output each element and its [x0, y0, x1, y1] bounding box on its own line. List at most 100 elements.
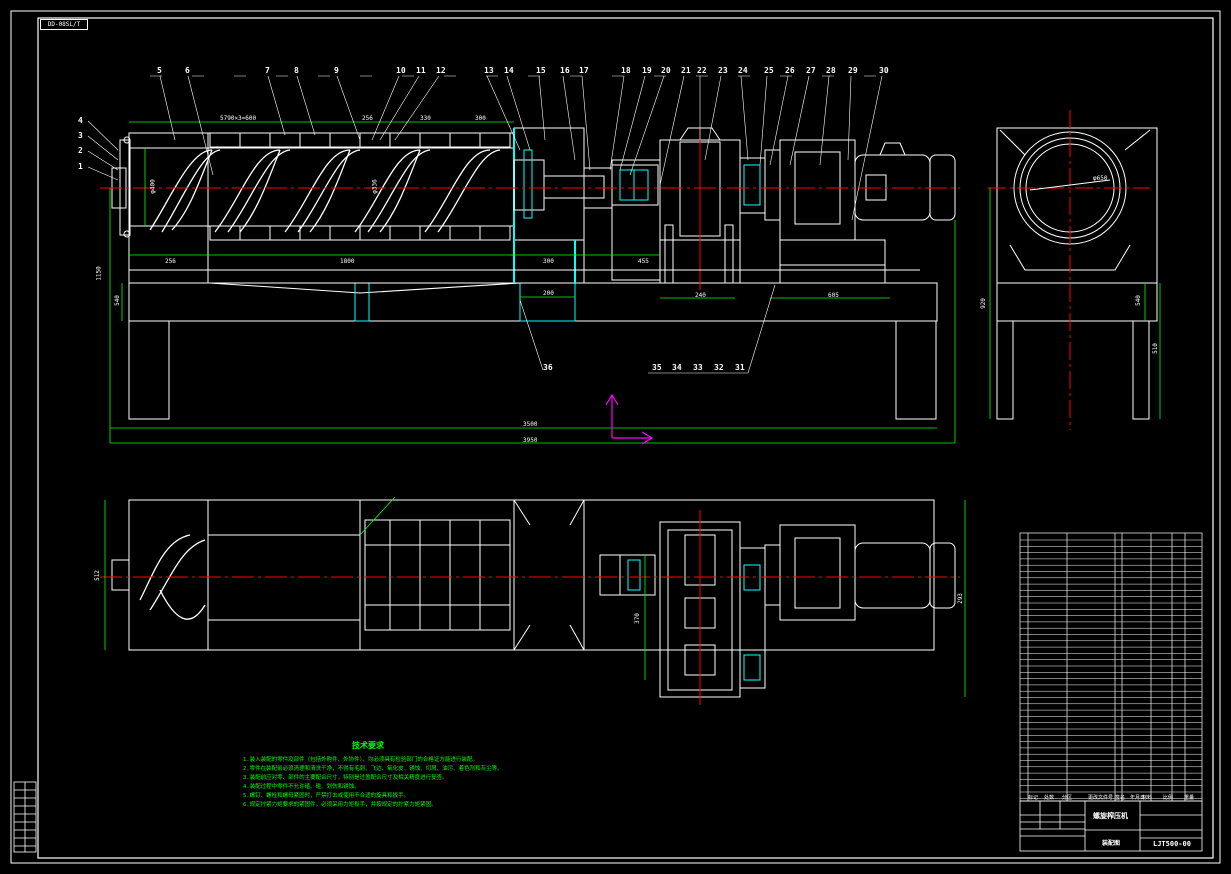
title-block	[1019, 800, 1203, 852]
title-row-cell: 标记	[1028, 795, 1039, 801]
dim-plan-370: 370	[633, 613, 641, 624]
part-label-16: 16	[560, 66, 570, 75]
part-label-4: 4	[78, 116, 83, 125]
part-label-20: 20	[661, 66, 671, 75]
leader-line	[159, 75, 176, 141]
part-label-30: 30	[879, 66, 889, 75]
plan-view	[100, 496, 966, 705]
part-label-25: 25	[764, 66, 774, 75]
leader-line	[87, 135, 119, 161]
leader-line	[759, 75, 768, 166]
dim-height-left: 1150	[95, 266, 103, 281]
dim-side-540: 540	[1134, 295, 1142, 306]
requirement-item: 6.规定拧紧力矩要求的紧固件，必须采用力矩扳手，并按规定的拧紧力矩紧固。	[243, 802, 437, 808]
leader-line	[769, 75, 789, 166]
dim-seg-main: 1800	[340, 258, 355, 265]
requirement-item: 5.螺钉、螺栓和螺母紧固时，严禁打击或使用不合适的旋具和扳手。	[243, 793, 410, 799]
dim-dia-screw: φ400	[149, 179, 157, 194]
part-label-27: 27	[806, 66, 816, 75]
part-label-1: 1	[78, 162, 83, 171]
part-label-2: 2	[78, 146, 83, 155]
part-label-21: 21	[681, 66, 691, 75]
leader-line	[371, 75, 400, 141]
dim-pitch-1: 256	[362, 115, 373, 122]
dim-plan-293: 293	[956, 593, 964, 604]
part-label-19: 19	[642, 66, 652, 75]
leader-line	[581, 75, 591, 171]
left-leg	[128, 320, 170, 420]
dim-seg-left: 256	[165, 258, 176, 265]
title-row-cell: 分区	[1062, 795, 1073, 801]
leader-line	[87, 150, 119, 171]
parts-list-rows	[1020, 539, 1202, 799]
leader-line	[336, 75, 361, 141]
base-beam	[128, 282, 938, 322]
dim-dia-inner: φ336	[371, 179, 379, 194]
leader-line	[789, 75, 810, 166]
part-label-11: 11	[416, 66, 426, 75]
leader-line	[609, 75, 625, 171]
part-label-32: 32	[714, 363, 724, 372]
drawing-frame-tag: DD-08SL/T	[40, 19, 88, 30]
requirement-item: 4.装配过程中零件不允许磕、碰、划伤和锈蚀。	[243, 784, 360, 790]
part-label-34: 34	[672, 363, 682, 372]
part-label-35: 35	[652, 363, 662, 372]
parts-list	[1019, 532, 1203, 802]
dim-overall-2: 3950	[523, 437, 538, 444]
part-label-23: 23	[718, 66, 728, 75]
part-label-22: 22	[697, 66, 707, 75]
leader-line	[379, 75, 420, 141]
title-row-cell: 更改文件号	[1088, 795, 1114, 801]
leader-line	[851, 75, 883, 221]
title-row-cell: 年月日	[1130, 795, 1146, 801]
leader-line	[87, 166, 119, 181]
part-label-26: 26	[785, 66, 795, 75]
dim-seg-605: 605	[828, 292, 839, 299]
title-row-cell: 签名	[1115, 795, 1126, 801]
shaft	[543, 175, 605, 199]
motor	[779, 139, 856, 241]
dim-pitch-3: 300	[475, 115, 486, 122]
part-label-13: 13	[484, 66, 494, 75]
part-label-31: 31	[735, 363, 745, 372]
leader-line	[296, 75, 316, 136]
leader-line	[394, 75, 440, 141]
title-row-cell: 处数	[1044, 795, 1055, 801]
leader-line	[187, 75, 214, 176]
drawing-title: 螺旋榨压机	[1093, 812, 1128, 820]
dim-seg-455: 455	[638, 258, 649, 265]
leader-line	[562, 75, 576, 161]
leader-line	[519, 299, 544, 371]
leader-line	[747, 284, 776, 374]
leader-line	[506, 75, 531, 151]
dim-side-920: 920	[979, 298, 987, 309]
part-label-15: 15	[536, 66, 546, 75]
part-label-6: 6	[185, 66, 190, 75]
dim-seg-240: 240	[695, 292, 706, 299]
title-row-cell: 比例	[1163, 795, 1174, 801]
right-leg	[895, 320, 937, 420]
dim-side-510: 510	[1151, 343, 1159, 354]
dim-pitch-2: 330	[420, 115, 431, 122]
front-view	[100, 121, 960, 444]
dim-overall-1: 3500	[523, 421, 538, 428]
requirement-item: 2.零件在装配前必须清理和清洗干净，不得有毛刺、飞边、氧化皮、锈蚀、切屑、油污、…	[243, 766, 503, 772]
leader-line	[704, 75, 722, 161]
dim-seg-200: 200	[543, 290, 554, 297]
part-label-14: 14	[504, 66, 514, 75]
part-label-18: 18	[621, 66, 631, 75]
ucs-icon	[605, 393, 654, 445]
requirements-heading: 技术要求	[352, 741, 384, 750]
requirements-list: 1.装入装配的零件及部件（包括外购件、外协件），均必须具有检验部门的合格证方能进…	[243, 756, 503, 810]
margin-table	[13, 781, 37, 853]
dim-top-span: 5790×3=600	[220, 115, 257, 122]
leader-line	[819, 75, 830, 166]
requirement-item: 3.装配前应对零、部件的主要配合尺寸，特别是过盈配合尺寸及相关精度进行复查。	[243, 775, 448, 781]
leader-line	[629, 75, 665, 176]
leader-line	[486, 75, 521, 151]
part-label-33: 33	[693, 363, 703, 372]
dim-plan-512: 512	[93, 570, 101, 581]
outer-frame	[10, 10, 1221, 864]
leader-line	[619, 75, 646, 171]
part-label-36: 36	[543, 363, 553, 372]
